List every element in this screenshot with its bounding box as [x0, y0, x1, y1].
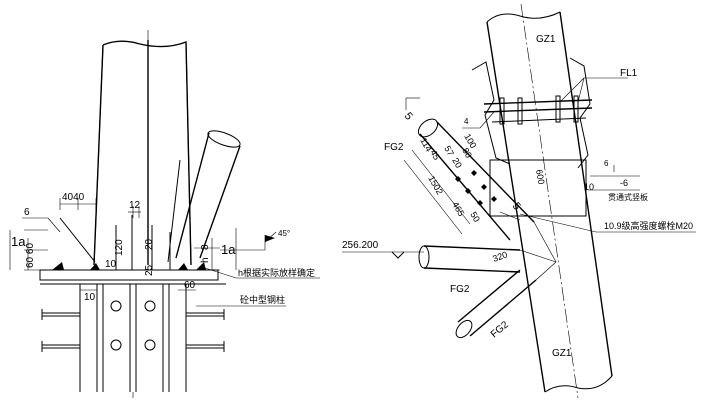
dim-20-right: 20: [450, 156, 464, 170]
label-gz1-top: GZ1: [536, 34, 556, 45]
dim-1a-left: 1a: [11, 234, 26, 249]
dim-40-40: 4040: [62, 192, 85, 203]
through-plate: [489, 159, 587, 217]
label-fg2-mid: FG2: [450, 284, 470, 295]
plate-thickness: -6: [620, 178, 628, 188]
dim-57: 57: [442, 144, 456, 158]
dim-1a-right: 1a: [221, 242, 236, 257]
label-fg2-bottom: FG2: [489, 319, 511, 340]
embedded-steel-column: [41, 284, 225, 398]
weld-size-6-right: 6: [604, 159, 609, 168]
dim-8: 8: [200, 244, 211, 250]
label-gz1-bottom: GZ1: [552, 348, 572, 359]
brace-fg2-upper: [417, 118, 535, 241]
dim-120: 120: [114, 239, 125, 256]
dim-10-bottom: 10: [84, 292, 96, 303]
dim-25: 25: [144, 264, 155, 276]
right-detail: GZ1 FL1 4 6 -6 贯通式竖板 FG2 5 114 45 57 20 …: [342, 3, 696, 399]
plate-name: 贯通式竖板: [608, 192, 648, 202]
angle-45: 45°: [278, 229, 290, 238]
inclined-column: [93, 40, 192, 266]
dim-320: 320: [491, 249, 509, 264]
dim-80: 80: [460, 146, 474, 160]
left-detail: 4040 12 6 1a 60 60 10 120 20 25 h 8 1a 4…: [9, 30, 320, 398]
brace-tube: [175, 130, 241, 259]
label-fl1: FL1: [620, 68, 638, 79]
bolt-note: 10.9级高强度螺栓M20: [604, 220, 693, 231]
column-gz1: [486, 3, 613, 399]
dim-1502: 1502: [426, 174, 445, 196]
label-fg2-top: FG2: [384, 142, 404, 153]
dim-h: h: [200, 257, 211, 263]
dim-12: 12: [129, 200, 141, 211]
weld-size-4: 4: [464, 117, 469, 126]
dim-45: 45: [428, 148, 442, 162]
note-embedded-column: 砼中型钢柱: [240, 294, 285, 305]
dim-10-right: 10: [584, 182, 594, 192]
dim-50: 50: [468, 210, 482, 224]
dim-20: 20: [144, 238, 155, 250]
brace-fg2-mid: [418, 245, 521, 273]
dim-5-top: 5: [402, 110, 415, 122]
dim-600: 600: [534, 169, 546, 186]
dim-60-60: 60 60: [25, 243, 36, 268]
brace-fg2-lower: [455, 269, 537, 339]
flange-fl1: [471, 57, 593, 169]
dim-465: 465: [450, 200, 466, 218]
elevation-label: 256.200: [342, 240, 379, 251]
base-plate: [39, 269, 219, 281]
dim-10-top: 10: [105, 259, 117, 270]
note-h-layout: h根据实际放样确定: [238, 267, 315, 278]
weld-size-6: 6: [24, 207, 30, 218]
dim-60: 60: [184, 280, 196, 291]
